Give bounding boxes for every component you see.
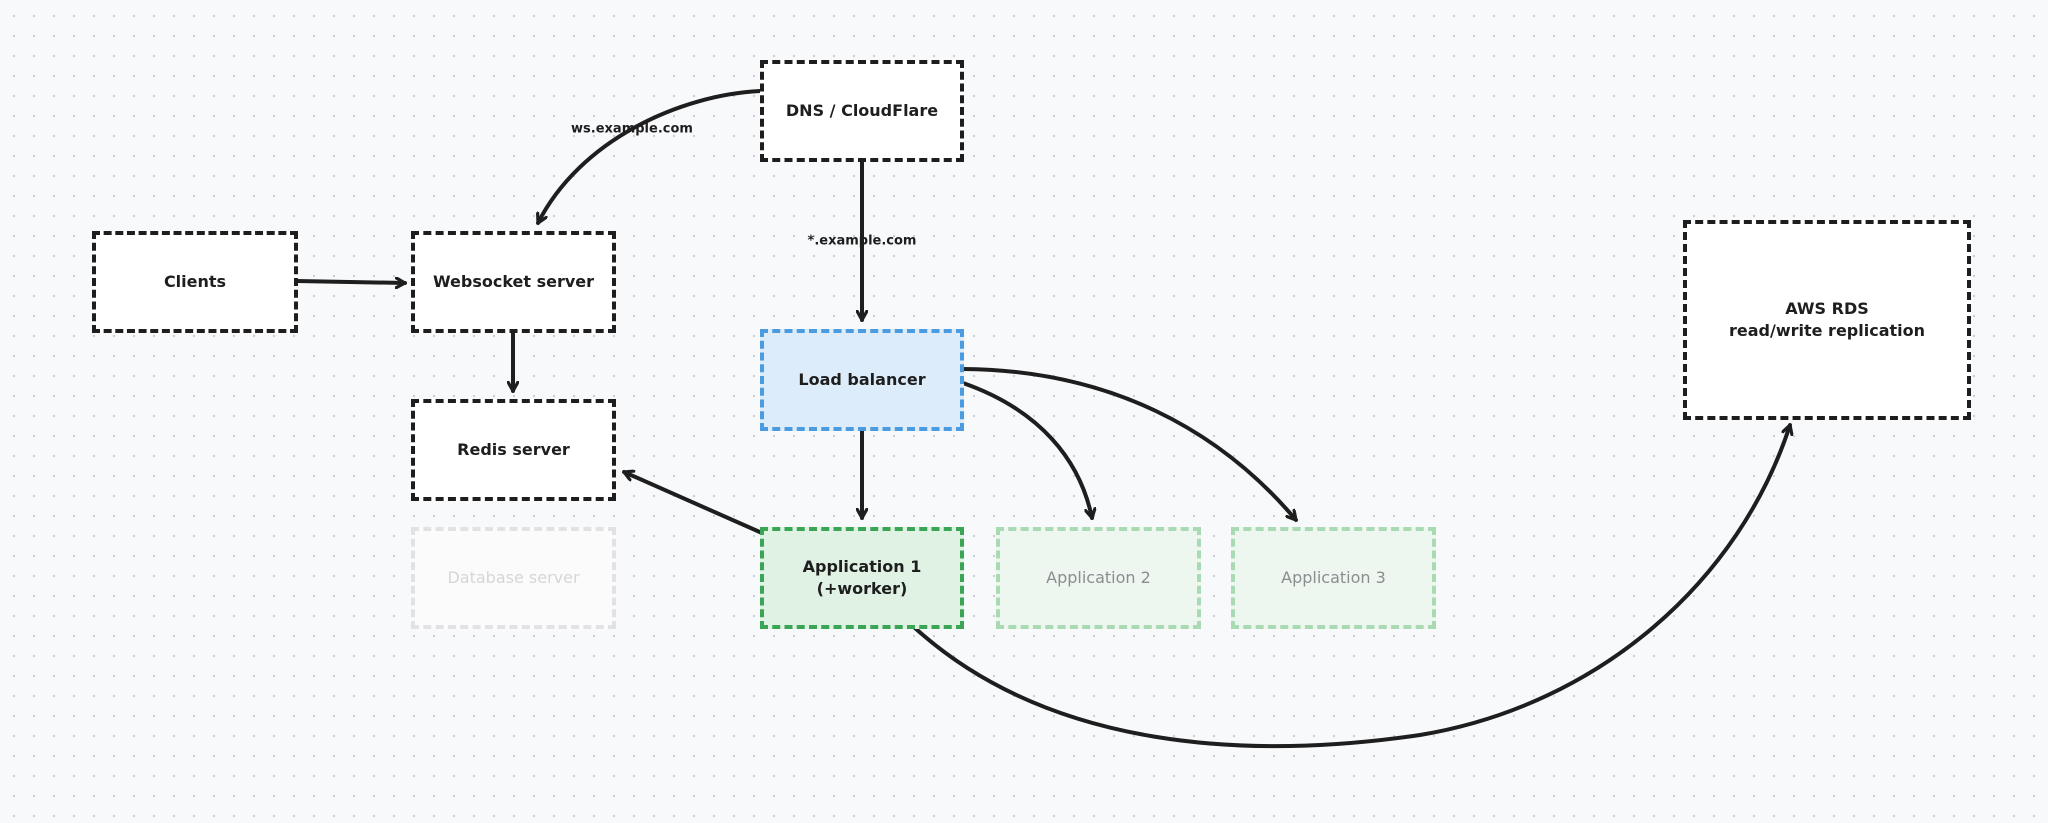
- edge-app1-to-aws-rds: [913, 423, 1790, 749]
- node-websocket-server[interactable]: Websocket server: [411, 231, 616, 333]
- node-redis-server[interactable]: Redis server: [411, 399, 616, 501]
- edge-label-wildcard: *.example.com: [807, 233, 917, 249]
- node-clients[interactable]: Clients: [92, 231, 298, 333]
- node-application-2[interactable]: Application 2: [996, 527, 1201, 629]
- node-aws-rds[interactable]: AWS RDS read/write replication: [1683, 220, 1971, 420]
- edge-dns-to-websocket: [536, 89, 762, 225]
- node-database-server[interactable]: Database server: [411, 527, 616, 629]
- node-dns-cloudflare[interactable]: DNS / CloudFlare: [760, 60, 964, 162]
- node-application-3[interactable]: Application 3: [1231, 527, 1436, 629]
- node-application-1[interactable]: Application 1 (+worker): [760, 527, 964, 629]
- edge-app1-to-redis: [622, 472, 764, 535]
- edge-load-balancer-to-app3: [961, 367, 1298, 522]
- edge-load-balancer-to-app2: [961, 381, 1092, 520]
- node-load-balancer[interactable]: Load balancer: [760, 329, 964, 431]
- edge-label-ws: ws.example.com: [571, 121, 693, 137]
- edge-clients-to-websocket: [295, 281, 407, 283]
